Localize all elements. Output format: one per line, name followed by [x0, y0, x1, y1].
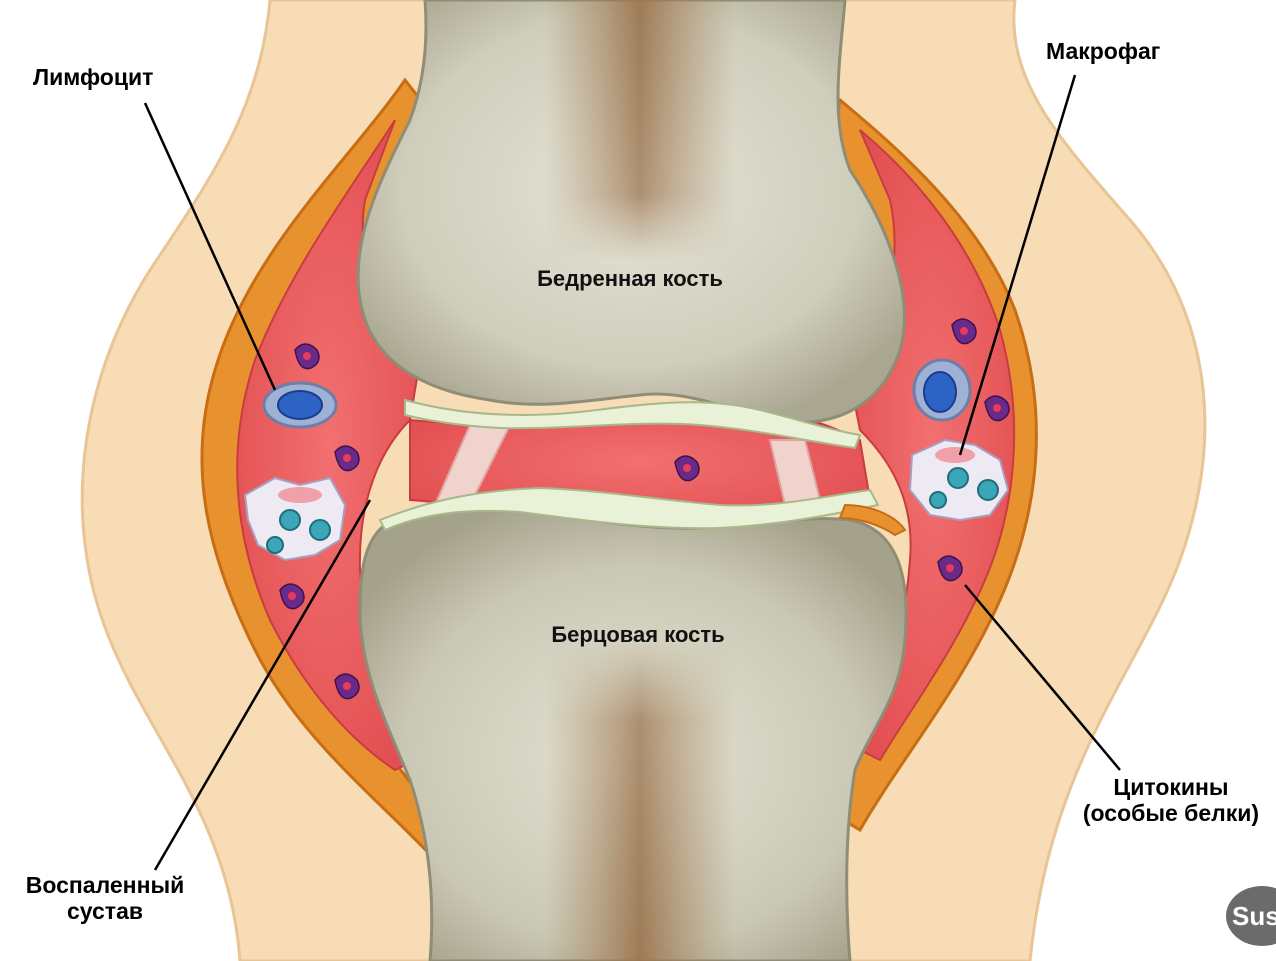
label-lymphocyte: Лимфоцит	[33, 64, 153, 90]
femur-marrow	[545, 0, 735, 260]
lymphocyte-cell-right	[914, 360, 970, 420]
label-inflamed-joint-line2: сустав	[10, 898, 200, 924]
label-tibia: Берцовая кость	[551, 622, 724, 648]
tibia-marrow	[545, 640, 735, 961]
label-cytokines-line1: Цитокины	[1066, 774, 1276, 800]
label-cytokines-line2: (особые белки)	[1066, 800, 1276, 826]
label-cytokines: Цитокины (особые белки)	[1066, 774, 1276, 826]
logo-badge: Sust	[1226, 886, 1276, 946]
label-macrophage: Макрофаг	[1046, 38, 1160, 64]
label-inflamed-joint-line1: Воспаленный	[10, 872, 200, 898]
label-femur: Бедренная кость	[537, 266, 723, 292]
logo-text: Sust	[1232, 901, 1276, 931]
label-inflamed-joint: Воспаленный сустав	[10, 872, 200, 924]
